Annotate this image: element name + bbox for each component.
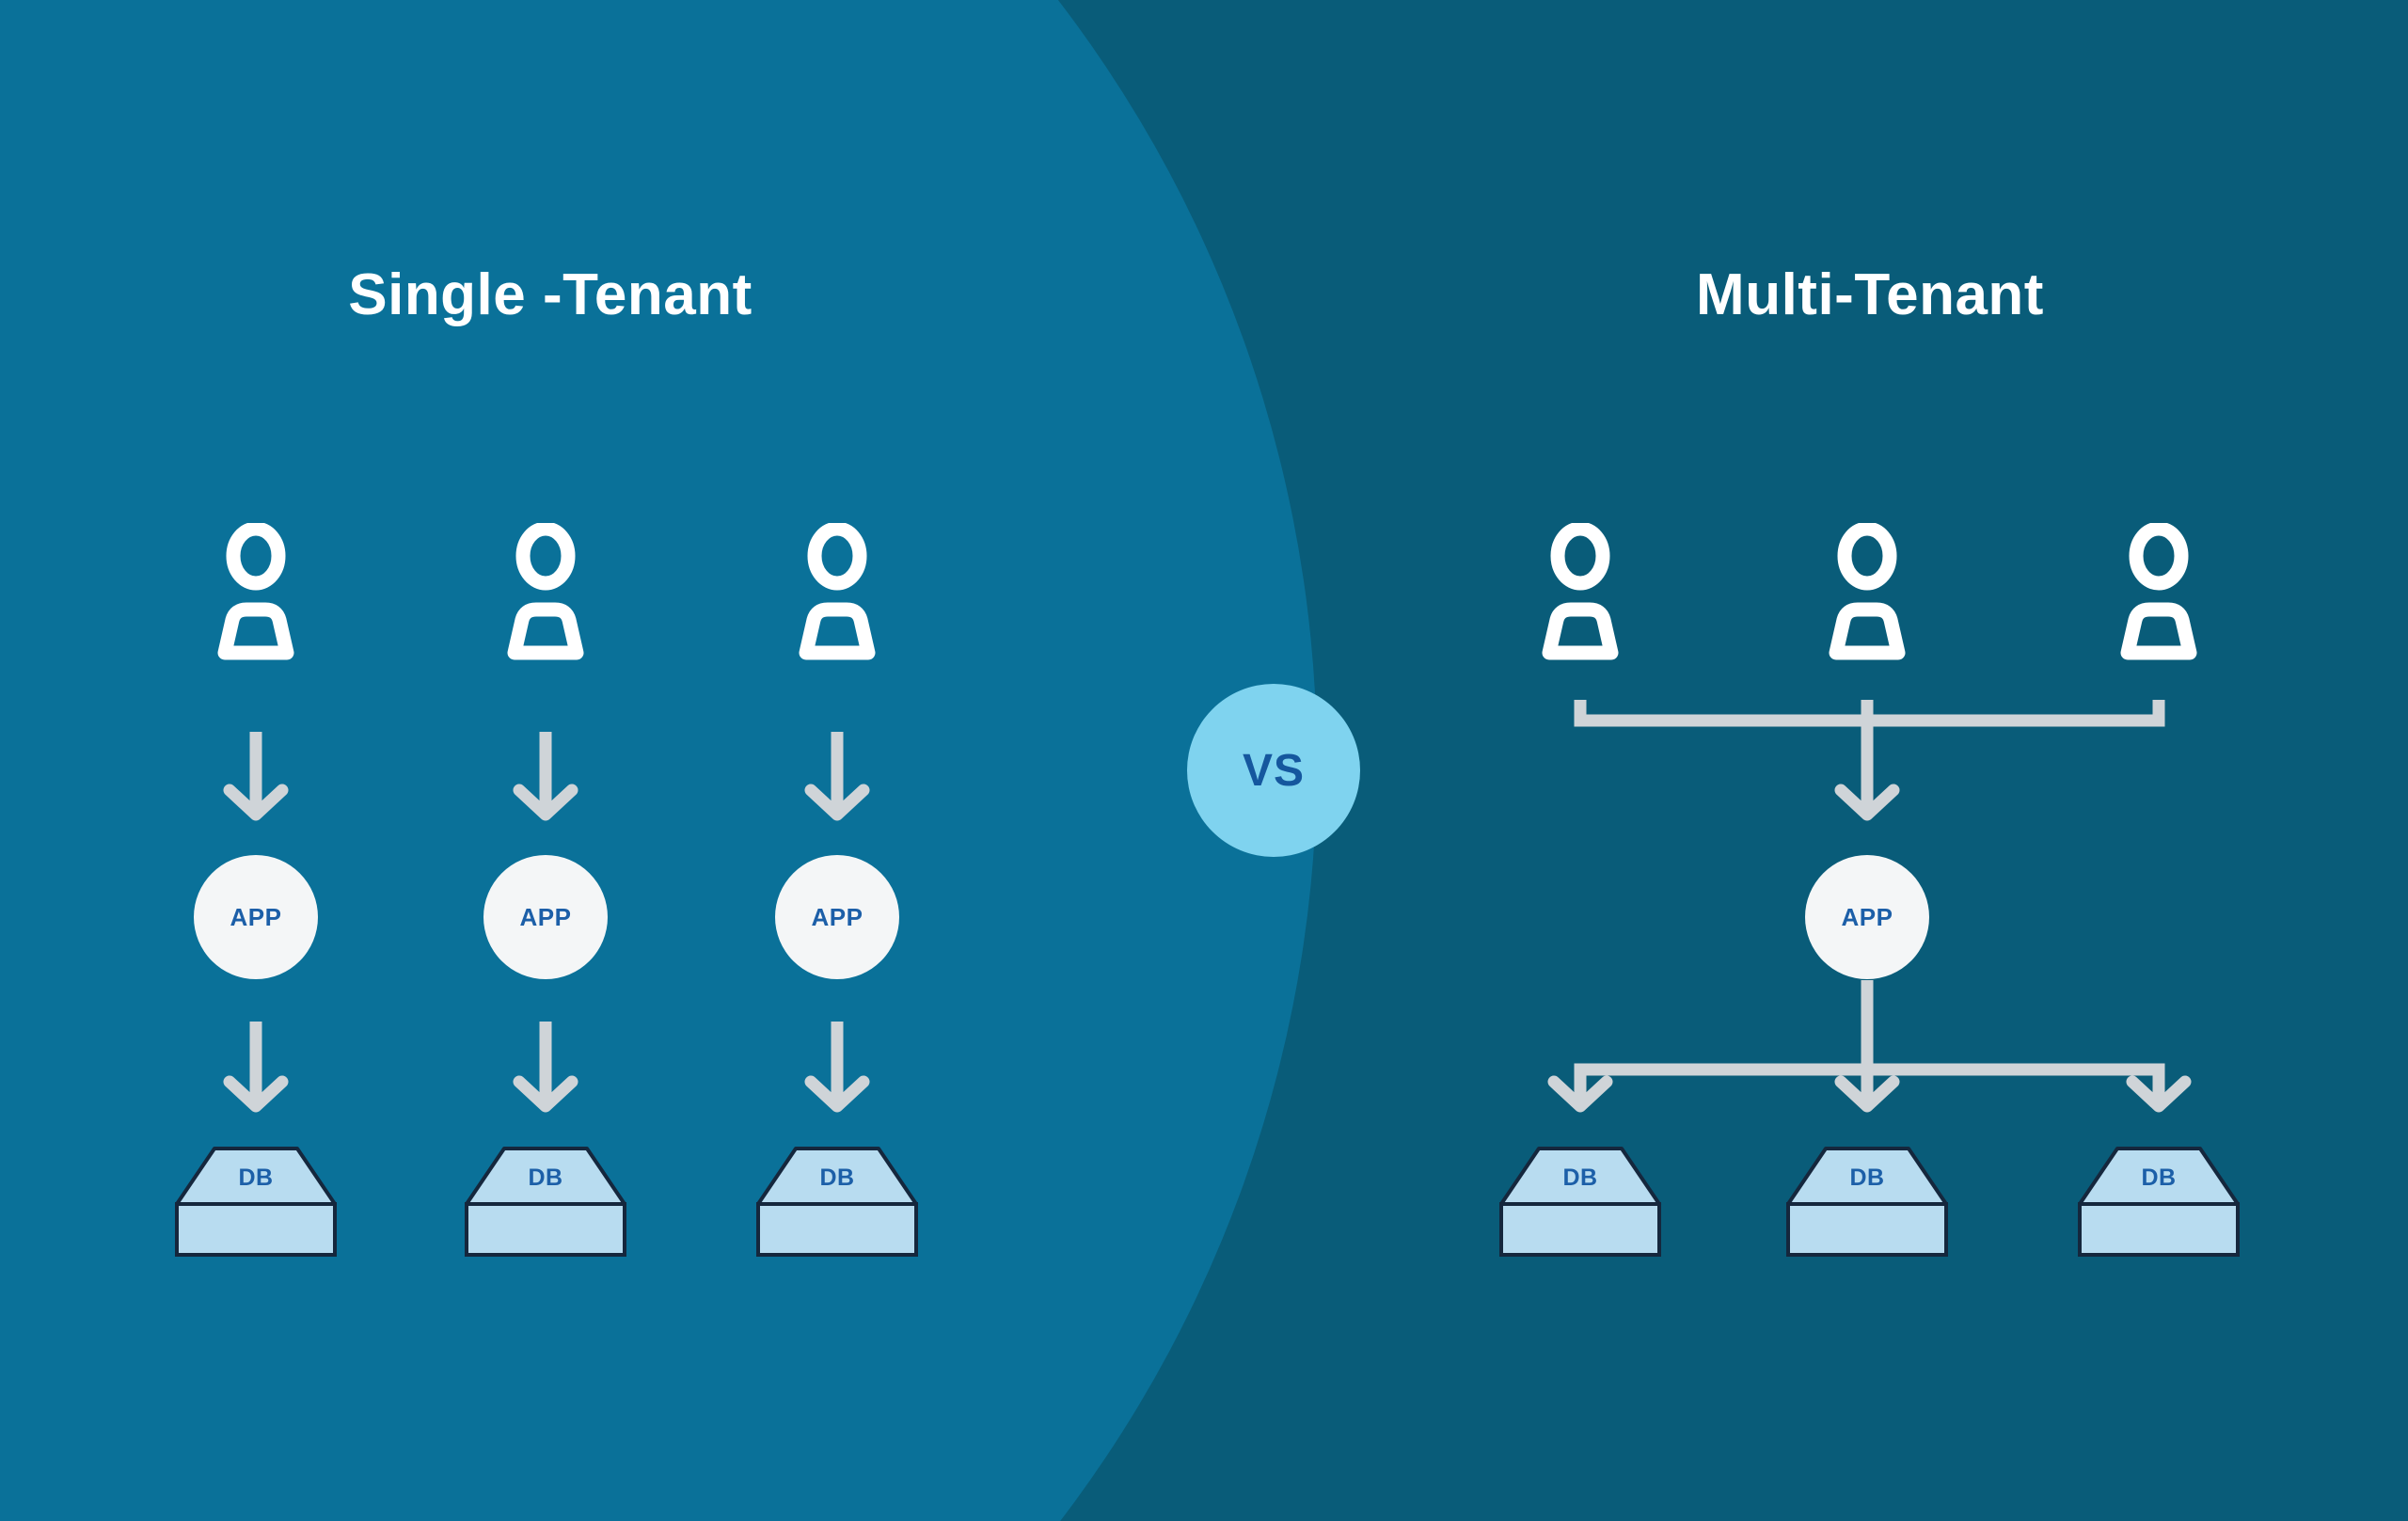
database-node: DB [463,1146,628,1259]
app-node-label: APP [811,902,863,931]
database-node: DB [1784,1146,1950,1259]
user-icon [2107,523,2210,662]
vs-badge: VS [1187,684,1360,857]
database-node: DB [1497,1146,1663,1259]
connector-users-to-app-merge [1574,700,2165,815]
user-icon [494,523,597,662]
app-node: APP [194,855,318,979]
app-node: APP [1805,855,1929,979]
vs-badge-label: VS [1242,745,1306,796]
database-node: DB [754,1146,920,1259]
app-node-label: APP [519,902,572,931]
app-node: APP [483,855,608,979]
connector-app-to-databases-fanout [1554,980,2185,1106]
user-icon [204,523,308,662]
panel-title-multi-tenant: Multi-Tenant [1696,262,2044,327]
user-icon [1529,523,1632,662]
user-icon [1815,523,1919,662]
database-node: DB [173,1146,339,1259]
user-icon [785,523,889,662]
app-node: APP [775,855,899,979]
database-node: DB [2076,1146,2242,1259]
app-node-label: APP [230,902,282,931]
panel-title-single-tenant: Single -Tenant [348,262,752,327]
app-node-label: APP [1841,902,1893,931]
background-circle-shape [0,0,1317,1521]
